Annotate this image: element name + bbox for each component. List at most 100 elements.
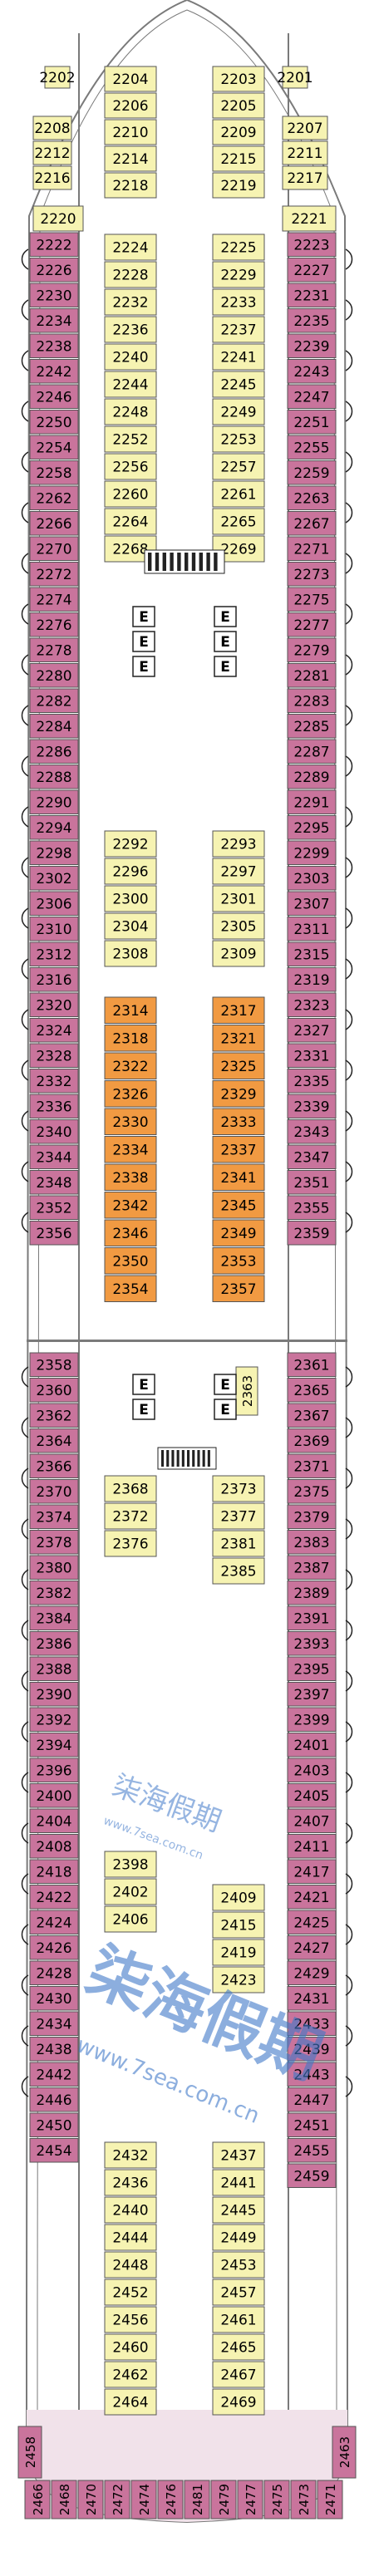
cabin-2481[interactable]: 2481 bbox=[184, 2480, 210, 2519]
cabin-2345[interactable]: 2345 bbox=[212, 1192, 265, 1219]
cabin-2253[interactable]: 2253 bbox=[212, 425, 265, 453]
cabin-2249[interactable]: 2249 bbox=[212, 398, 265, 425]
cabin-2234[interactable]: 2234 bbox=[29, 308, 79, 333]
cabin-2294[interactable]: 2294 bbox=[29, 815, 79, 840]
cabin-2460[interactable]: 2460 bbox=[104, 2333, 157, 2361]
cabin-2376[interactable]: 2376 bbox=[104, 1530, 157, 1557]
cabin-2240[interactable]: 2240 bbox=[104, 343, 157, 371]
cabin-2474[interactable]: 2474 bbox=[130, 2480, 157, 2519]
cabin-2447[interactable]: 2447 bbox=[287, 2087, 337, 2112]
cabin-2348[interactable]: 2348 bbox=[29, 1170, 79, 1195]
cabin-2254[interactable]: 2254 bbox=[29, 435, 79, 460]
cabin-2394[interactable]: 2394 bbox=[29, 1733, 79, 1757]
cabin-2454[interactable]: 2454 bbox=[29, 2138, 79, 2163]
cabin-2307[interactable]: 2307 bbox=[287, 891, 337, 916]
cabin-2350[interactable]: 2350 bbox=[104, 1247, 157, 1275]
cabin-2398[interactable]: 2398 bbox=[104, 1851, 157, 1878]
cabin-2428[interactable]: 2428 bbox=[29, 1960, 79, 1985]
cabin-2309[interactable]: 2309 bbox=[212, 940, 265, 967]
cabin-2270[interactable]: 2270 bbox=[29, 536, 79, 561]
cabin-2208[interactable]: 2208 bbox=[32, 116, 72, 140]
cabin-2465[interactable]: 2465 bbox=[212, 2333, 265, 2361]
cabin-2314[interactable]: 2314 bbox=[104, 996, 157, 1024]
cabin-2407[interactable]: 2407 bbox=[287, 1808, 337, 1833]
cabin-2383[interactable]: 2383 bbox=[287, 1530, 337, 1555]
cabin-2217[interactable]: 2217 bbox=[282, 165, 328, 190]
cabin-2320[interactable]: 2320 bbox=[29, 992, 79, 1017]
cabin-2273[interactable]: 2273 bbox=[287, 562, 337, 587]
cabin-2252[interactable]: 2252 bbox=[104, 425, 157, 453]
cabin-2400[interactable]: 2400 bbox=[29, 1783, 79, 1808]
cabin-2295[interactable]: 2295 bbox=[287, 815, 337, 840]
cabin-2326[interactable]: 2326 bbox=[104, 1080, 157, 1108]
cabin-2290[interactable]: 2290 bbox=[29, 789, 79, 814]
cabin-2201[interactable]: 2201 bbox=[277, 66, 313, 89]
cabin-2408[interactable]: 2408 bbox=[29, 1834, 79, 1859]
cabin-2335[interactable]: 2335 bbox=[287, 1069, 337, 1094]
cabin-2422[interactable]: 2422 bbox=[29, 1885, 79, 1910]
cabin-2451[interactable]: 2451 bbox=[287, 2112, 337, 2137]
cabin-2228[interactable]: 2228 bbox=[104, 261, 157, 288]
cabin-2374[interactable]: 2374 bbox=[29, 1504, 79, 1529]
cabin-2452[interactable]: 2452 bbox=[104, 2279, 157, 2306]
cabin-2256[interactable]: 2256 bbox=[104, 453, 157, 480]
cabin-2287[interactable]: 2287 bbox=[287, 739, 337, 764]
cabin-2450[interactable]: 2450 bbox=[29, 2112, 79, 2137]
cabin-2386[interactable]: 2386 bbox=[29, 1631, 79, 1656]
cabin-2409[interactable]: 2409 bbox=[212, 1884, 265, 1911]
cabin-2415[interactable]: 2415 bbox=[212, 1911, 265, 1939]
cabin-2296[interactable]: 2296 bbox=[104, 858, 157, 885]
cabin-2349[interactable]: 2349 bbox=[212, 1219, 265, 1246]
cabin-2271[interactable]: 2271 bbox=[287, 536, 337, 561]
cabin-2262[interactable]: 2262 bbox=[29, 485, 79, 510]
cabin-2419[interactable]: 2419 bbox=[212, 1939, 265, 1966]
cabin-2204[interactable]: 2204 bbox=[104, 66, 157, 92]
cabin-2461[interactable]: 2461 bbox=[212, 2306, 265, 2333]
cabin-2391[interactable]: 2391 bbox=[287, 1605, 337, 1630]
cabin-2237[interactable]: 2237 bbox=[212, 316, 265, 343]
cabin-2267[interactable]: 2267 bbox=[287, 511, 337, 536]
cabin-2331[interactable]: 2331 bbox=[287, 1043, 337, 1068]
cabin-2264[interactable]: 2264 bbox=[104, 508, 157, 535]
cabin-2222[interactable]: 2222 bbox=[29, 232, 79, 257]
cabin-2221[interactable]: 2221 bbox=[282, 205, 337, 232]
cabin-2405[interactable]: 2405 bbox=[287, 1783, 337, 1808]
cabin-2220[interactable]: 2220 bbox=[32, 205, 84, 232]
cabin-2225[interactable]: 2225 bbox=[212, 234, 265, 261]
cabin-2440[interactable]: 2440 bbox=[104, 2196, 157, 2224]
cabin-2389[interactable]: 2389 bbox=[287, 1581, 337, 1605]
cabin-2232[interactable]: 2232 bbox=[104, 288, 157, 316]
cabin-2427[interactable]: 2427 bbox=[287, 1935, 337, 1960]
cabin-2437[interactable]: 2437 bbox=[212, 2141, 265, 2169]
cabin-2431[interactable]: 2431 bbox=[287, 1986, 337, 2011]
cabin-2260[interactable]: 2260 bbox=[104, 480, 157, 508]
cabin-2360[interactable]: 2360 bbox=[29, 1378, 79, 1403]
cabin-2207[interactable]: 2207 bbox=[282, 116, 328, 140]
cabin-2475[interactable]: 2475 bbox=[263, 2480, 290, 2519]
cabin-2477[interactable]: 2477 bbox=[237, 2480, 263, 2519]
cabin-2468[interactable]: 2468 bbox=[51, 2480, 77, 2519]
cabin-2401[interactable]: 2401 bbox=[287, 1733, 337, 1757]
cabin-2297[interactable]: 2297 bbox=[212, 858, 265, 885]
cabin-2244[interactable]: 2244 bbox=[104, 371, 157, 398]
cabin-2250[interactable]: 2250 bbox=[29, 410, 79, 435]
cabin-2469[interactable]: 2469 bbox=[212, 2388, 265, 2416]
cabin-2418[interactable]: 2418 bbox=[29, 1859, 79, 1884]
cabin-2429[interactable]: 2429 bbox=[287, 1960, 337, 1985]
cabin-2458[interactable]: 2458 bbox=[17, 2426, 42, 2479]
cabin-2459[interactable]: 2459 bbox=[287, 2163, 337, 2188]
cabin-2319[interactable]: 2319 bbox=[287, 967, 337, 992]
cabin-2233[interactable]: 2233 bbox=[212, 288, 265, 316]
cabin-2358[interactable]: 2358 bbox=[29, 1352, 79, 1377]
cabin-2464[interactable]: 2464 bbox=[104, 2388, 157, 2416]
cabin-2359[interactable]: 2359 bbox=[287, 1221, 337, 1246]
cabin-2353[interactable]: 2353 bbox=[212, 1247, 265, 1275]
cabin-2224[interactable]: 2224 bbox=[104, 234, 157, 261]
cabin-2261[interactable]: 2261 bbox=[212, 480, 265, 508]
cabin-2425[interactable]: 2425 bbox=[287, 1910, 337, 1934]
cabin-2318[interactable]: 2318 bbox=[104, 1025, 157, 1052]
cabin-2434[interactable]: 2434 bbox=[29, 2011, 79, 2036]
cabin-2438[interactable]: 2438 bbox=[29, 2037, 79, 2062]
cabin-2404[interactable]: 2404 bbox=[29, 1808, 79, 1833]
cabin-2369[interactable]: 2369 bbox=[287, 1428, 337, 1453]
